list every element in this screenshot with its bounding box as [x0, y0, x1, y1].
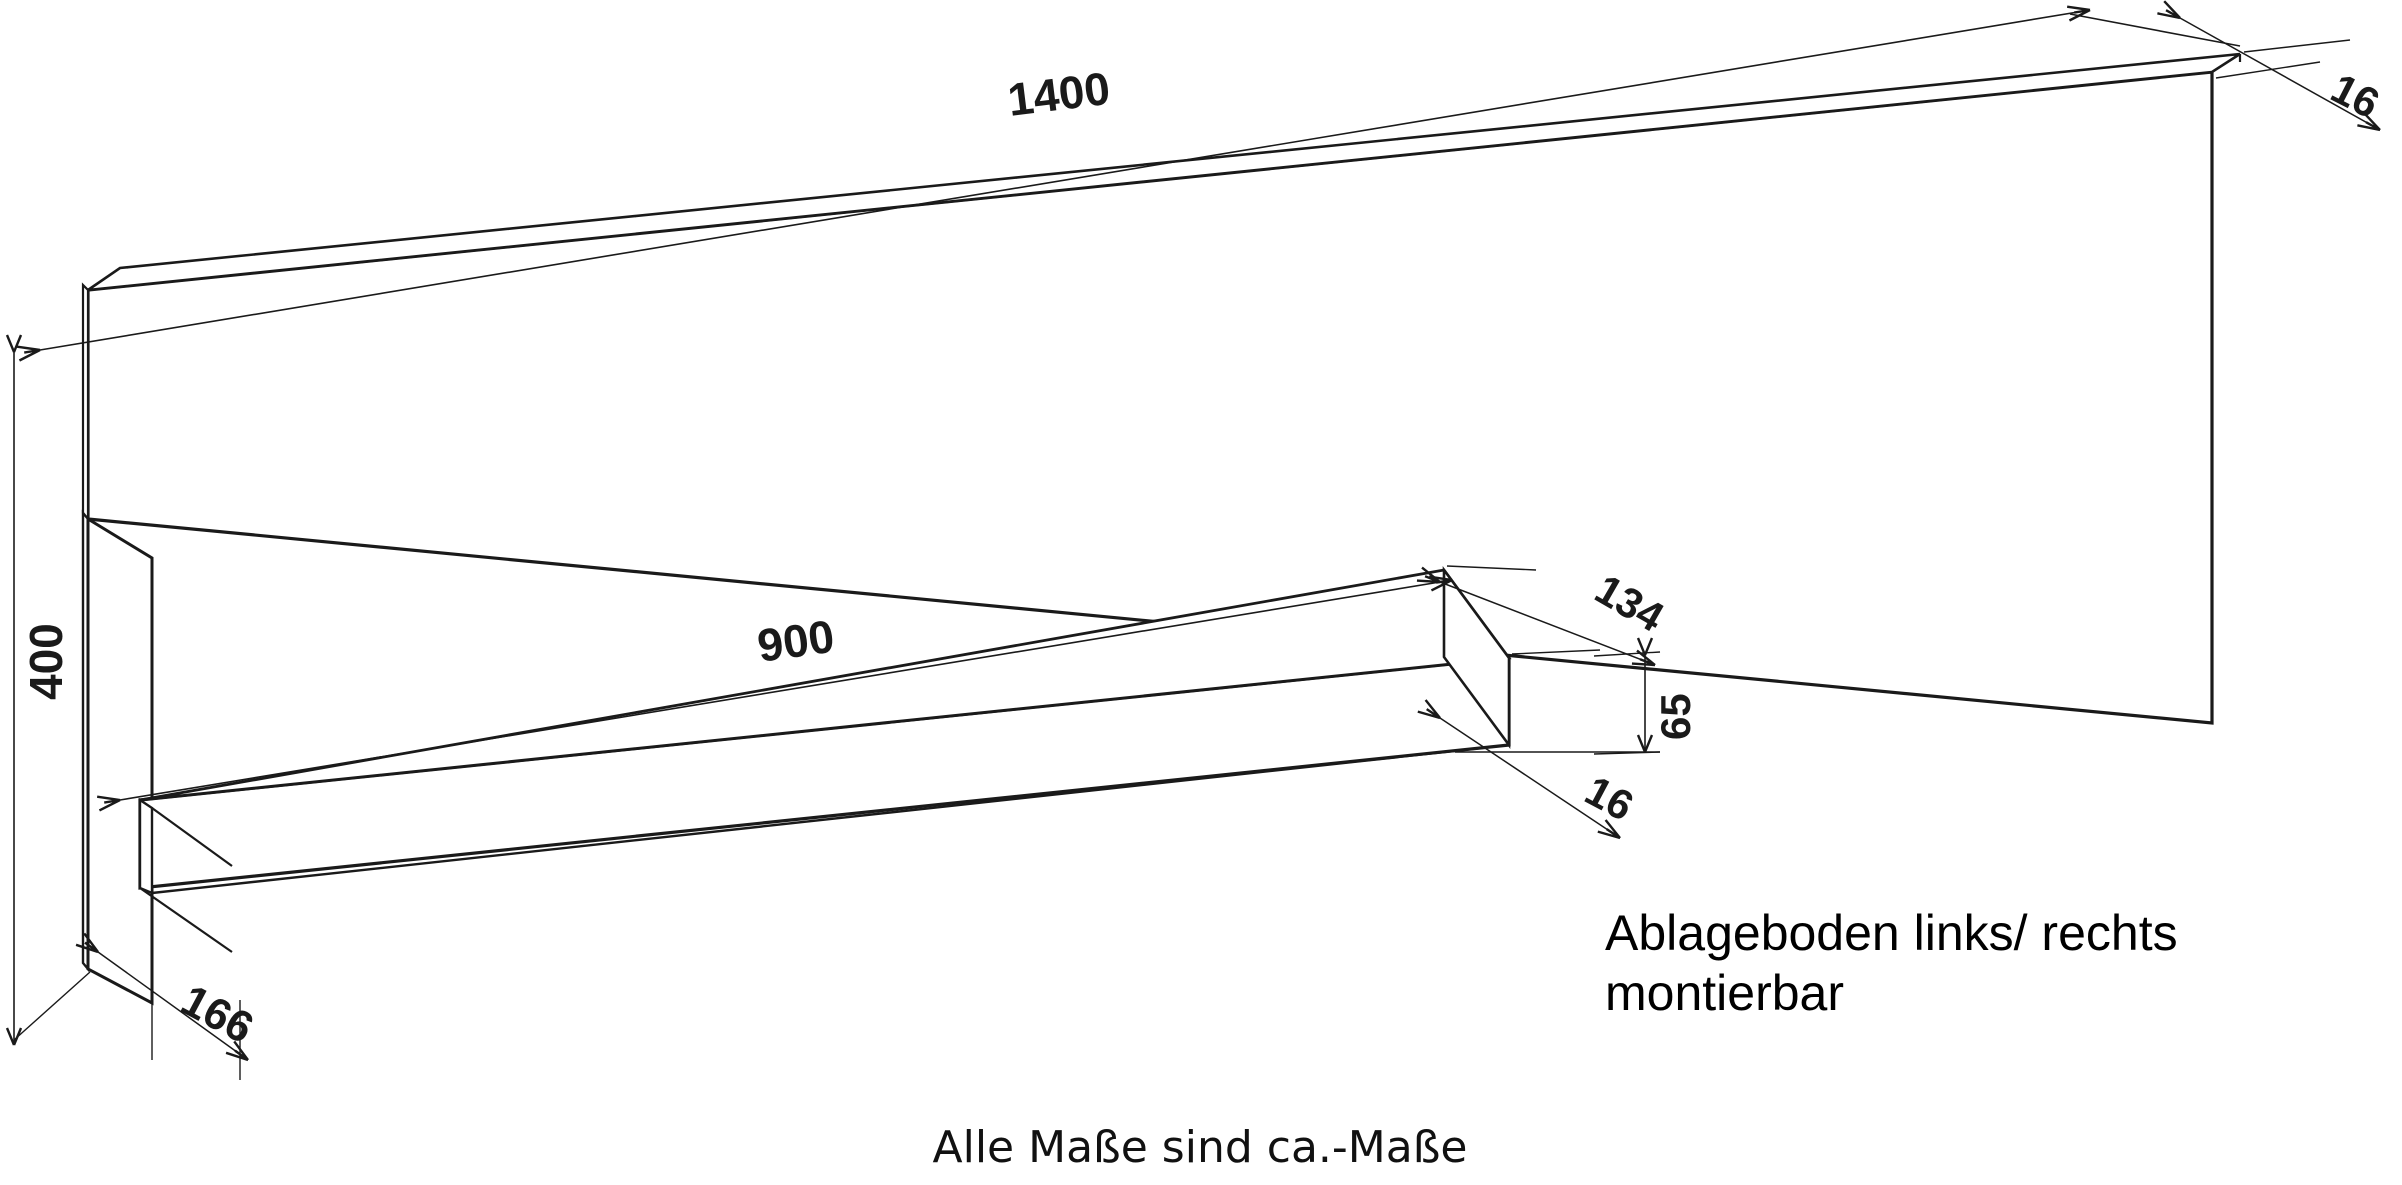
- dim-16-shelf-label: 16: [1578, 766, 1641, 829]
- dim-16-top-line: [2157, 0, 2381, 132]
- shelf-left-end: [138, 797, 154, 895]
- dim-900-line: [96, 575, 1453, 812]
- side-panel-face: [86, 516, 154, 1006]
- dimension-1400: 1400: [16, 5, 2241, 362]
- dim-134-line: [1416, 566, 1656, 667]
- dim-166-label: 166: [173, 976, 261, 1054]
- dim-166-line: [75, 932, 249, 1062]
- dim-900-label: 900: [754, 610, 837, 672]
- dim-65-label: 65: [1652, 693, 1699, 740]
- dim-1400-line: [16, 5, 2091, 362]
- shelf-left-bottom-bevel: [139, 887, 233, 953]
- dim-16-top-label: 16: [2324, 64, 2387, 127]
- dim-400-label: 400: [20, 623, 72, 700]
- dim-1400-ext-right: [2069, 13, 2241, 47]
- dim-16-shelf-line: [1417, 699, 1621, 840]
- dim-1400-label: 1400: [1005, 62, 1113, 126]
- footer-note: Alle Maße sind ca.-Maße: [933, 1122, 1468, 1173]
- dimension-65: 65: [1593, 637, 1699, 755]
- back-panel-left-edge: [81, 282, 90, 523]
- side-panel-left: [81, 509, 154, 1006]
- dimension-900: 900: [96, 575, 1453, 812]
- dim-16-top-ext-a: [2215, 61, 2321, 79]
- dim-16-top-ext-b: [2243, 39, 2351, 53]
- mounting-note-line1: Ablageboden links/ rechts: [1605, 905, 2178, 961]
- shelf-left-top-bevel: [151, 807, 233, 867]
- dim-400-ext-bottom: [13, 971, 91, 1041]
- mounting-note-line2: montierbar: [1605, 965, 1844, 1021]
- dimension-400: 400: [5, 334, 91, 1046]
